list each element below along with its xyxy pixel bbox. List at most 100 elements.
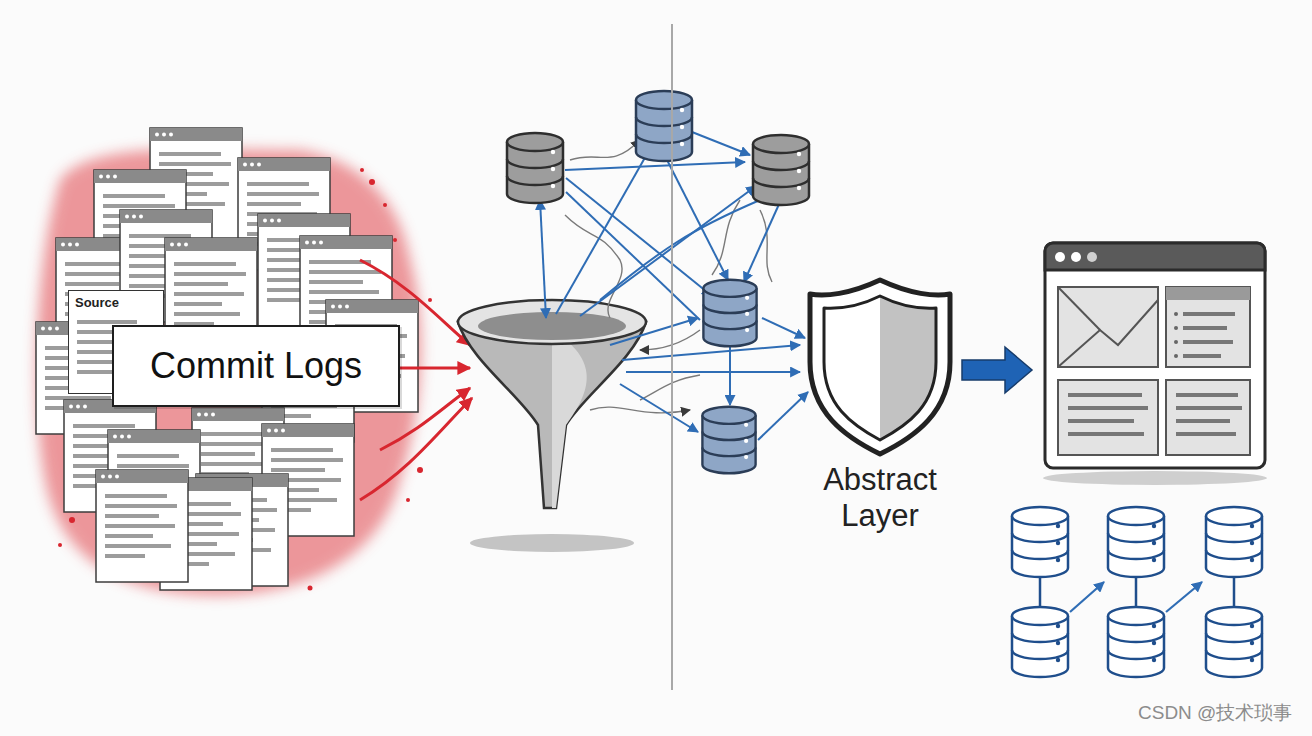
shield-outline	[824, 296, 936, 440]
browser-window	[1176, 406, 1242, 410]
network-links	[758, 392, 808, 440]
database-cylinders	[702, 407, 755, 474]
flow-arrow	[962, 347, 1032, 393]
browser-window	[1176, 432, 1236, 436]
network-links	[692, 132, 750, 155]
database-cluster	[1108, 507, 1164, 577]
browser-window	[1166, 287, 1250, 300]
database-cluster	[1233, 578, 1236, 606]
browser-window	[1045, 243, 1265, 270]
browser-window	[1166, 287, 1250, 367]
network-links	[610, 318, 698, 345]
database-cylinders	[507, 91, 809, 473]
browser-window	[1043, 471, 1267, 485]
network-links	[622, 345, 800, 360]
red-splatter	[360, 168, 364, 172]
browser-window	[1045, 243, 1265, 468]
database-cylinders	[507, 133, 563, 203]
database-cylinders	[636, 91, 692, 161]
browser-window	[1176, 419, 1230, 423]
abstract-layer-shield: Abstract Layer	[800, 272, 960, 547]
browser-window	[1174, 326, 1178, 330]
divider-line	[671, 24, 673, 690]
browser-window	[1174, 312, 1178, 316]
document-pile	[36, 128, 418, 590]
database-cluster	[1206, 607, 1262, 677]
red-splatter	[383, 203, 387, 207]
browser-window	[1166, 380, 1250, 455]
network-links	[565, 162, 745, 170]
funnel	[458, 300, 646, 552]
browser-window	[1071, 252, 1081, 262]
browser-window	[1087, 252, 1097, 262]
shield-outline	[880, 296, 936, 440]
browser-window	[1183, 340, 1233, 344]
network-links	[570, 140, 640, 160]
network-links	[566, 192, 700, 320]
browser-window	[1058, 287, 1100, 330]
network-links	[540, 132, 808, 440]
browser-window	[1174, 354, 1178, 358]
browser-window	[1055, 252, 1065, 262]
database-cluster	[1040, 578, 1234, 606]
network-links	[590, 407, 690, 413]
database-cluster	[1039, 578, 1042, 606]
funnel	[552, 330, 587, 508]
database-cluster	[1070, 582, 1104, 612]
funnel	[458, 300, 646, 344]
browser-window	[1068, 419, 1134, 423]
browser-window	[1176, 393, 1238, 397]
browser-window	[1058, 380, 1158, 455]
funnel	[470, 534, 634, 552]
red-splatter	[369, 179, 375, 185]
network-links	[640, 375, 700, 400]
red-splatter	[406, 498, 410, 502]
red-splatter	[69, 517, 75, 523]
red-splatter	[308, 586, 313, 591]
browser-window	[1183, 326, 1227, 330]
database-cluster	[1012, 507, 1262, 677]
network-links	[729, 342, 731, 405]
database-cluster	[1135, 578, 1138, 606]
network-links	[620, 384, 698, 432]
database-cluster	[1012, 507, 1262, 677]
network-links	[540, 132, 808, 440]
red-splatter	[428, 298, 432, 302]
browser-window	[1068, 393, 1142, 397]
red-arrows	[360, 398, 472, 500]
network-links	[744, 202, 780, 282]
red-splatter	[417, 467, 423, 473]
network-links	[566, 178, 712, 296]
browser-window	[1183, 354, 1221, 358]
browser-window	[1068, 432, 1144, 436]
database-cluster	[1206, 507, 1262, 577]
browser-window	[1043, 243, 1267, 485]
browser-window	[1068, 406, 1148, 410]
node-label: Abstract Layer	[800, 462, 960, 533]
database-cylinders	[753, 135, 809, 205]
browser-window	[1183, 312, 1235, 316]
network-links	[565, 215, 622, 318]
red-splatter	[58, 543, 62, 547]
commit-log-box: Commit Logs	[112, 325, 400, 407]
network-links	[626, 371, 800, 373]
database-cylinders	[703, 280, 756, 347]
network-links	[760, 210, 772, 282]
funnel	[478, 312, 626, 340]
network-links	[540, 200, 546, 318]
network-links	[762, 318, 805, 338]
browser-window	[1058, 287, 1158, 367]
database-cluster	[1108, 607, 1164, 677]
browser-window	[1058, 300, 1158, 367]
red-splatter	[393, 238, 397, 242]
database-cluster	[1012, 507, 1068, 577]
document-lines	[77, 320, 137, 324]
shield-outline	[800, 272, 960, 462]
red-arrows	[398, 367, 470, 370]
funnel	[458, 322, 646, 508]
browser-window	[1174, 340, 1178, 344]
document-pile	[96, 470, 188, 582]
